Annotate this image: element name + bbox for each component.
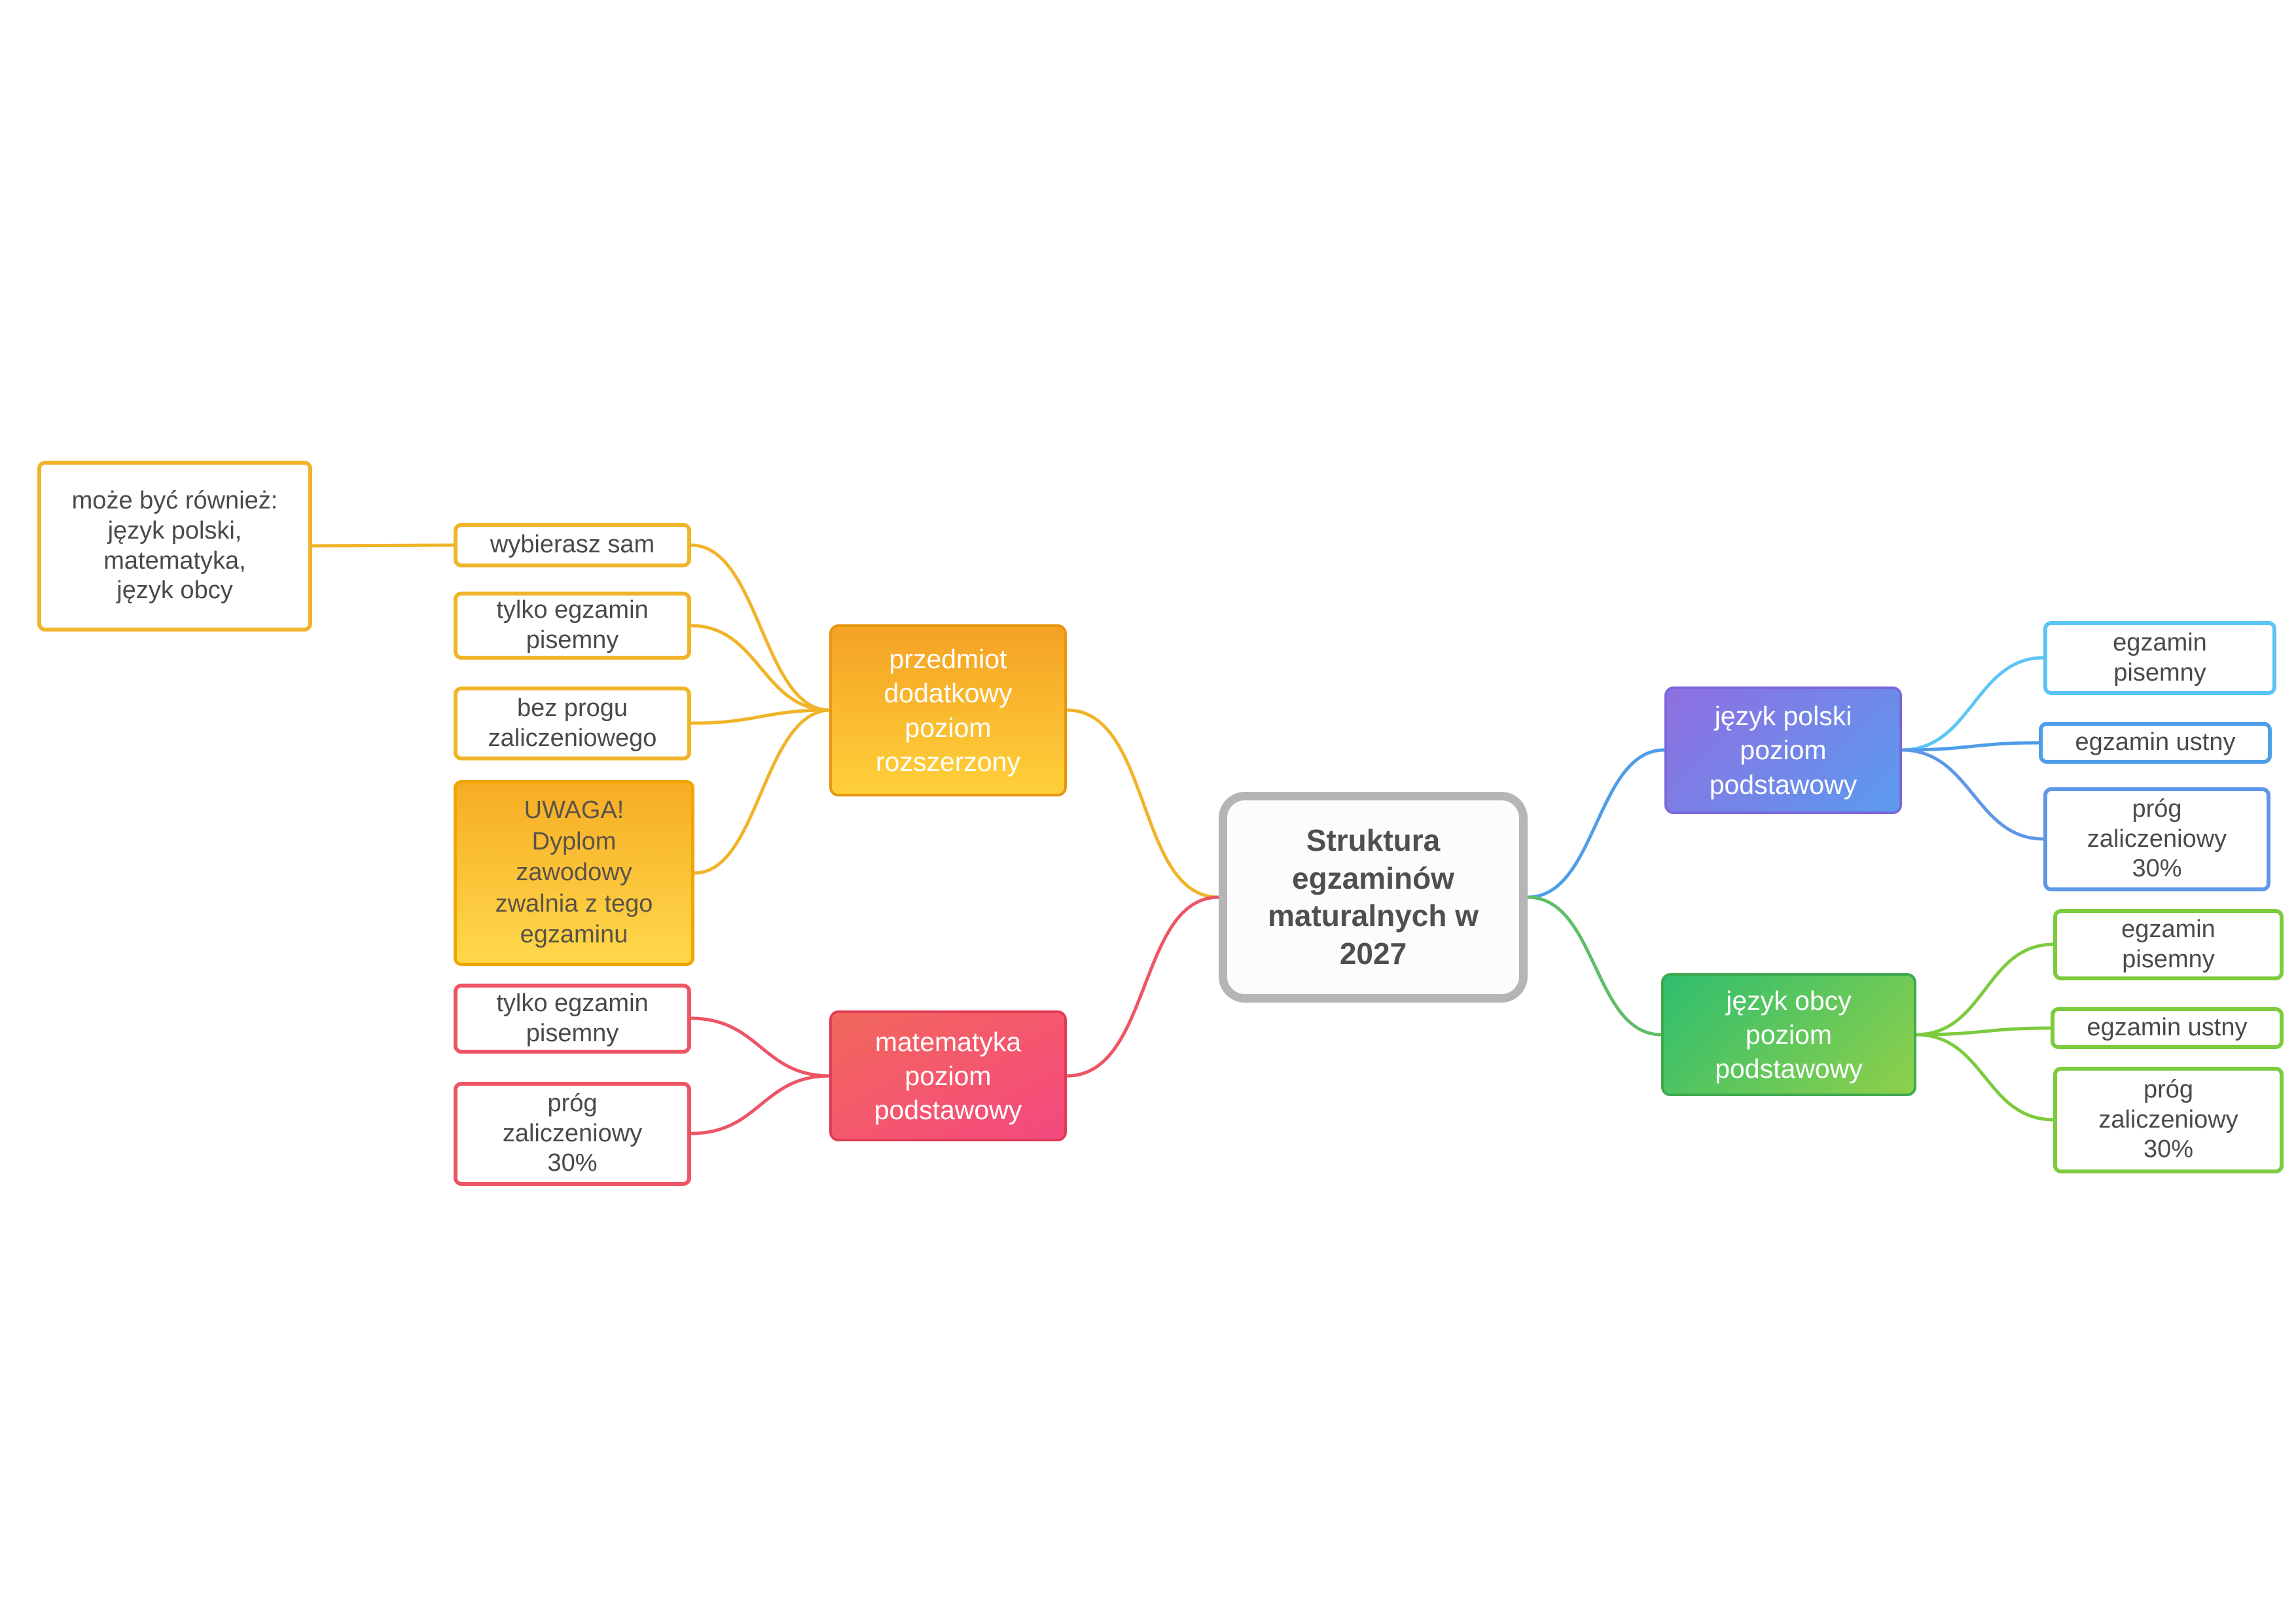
connector-jezyk-polski-ustny — [1900, 741, 2041, 752]
node-prog-zaliczeniowy-obcy[interactable]: próg zaliczeniowy 30% — [2053, 1067, 2284, 1173]
node-moze-byc-rowniez[interactable]: może być również: język polski, matematy… — [37, 461, 312, 632]
connector-mat-pisemny-matematyka — [689, 1016, 831, 1078]
node-egzamin-pisemny-polski-label: egzamin pisemny — [2113, 628, 2207, 687]
node-bez-progu-zaliczeniowego[interactable]: bez progu zaliczeniowego — [454, 687, 691, 760]
connector-mat-prog-matematyka — [689, 1074, 831, 1135]
node-prog-zaliczeniowy-polski-label: próg zaliczeniowy 30% — [2087, 795, 2227, 883]
node-prog-zaliczeniowy-matematyka[interactable]: próg zaliczeniowy 30% — [454, 1082, 691, 1186]
node-egzamin-pisemny-obcy-label: egzamin pisemny — [2121, 915, 2215, 973]
node-prog-zaliczeniowy-matematyka-label: próg zaliczeniowy 30% — [502, 1090, 643, 1177]
node-uwaga-dyplom-zawodowy[interactable]: UWAGA! Dyplom zawodowy zwalnia z tego eg… — [454, 780, 694, 966]
connector-jezyk-polski-pisemny — [1900, 656, 2045, 752]
connector-uwaga-przedmiot — [692, 708, 831, 875]
node-egzamin-ustny-polski-label: egzamin ustny — [2075, 728, 2236, 757]
node-bez-progu-zaliczeniowego-label: bez progu zaliczeniowego — [488, 694, 657, 752]
node-wybierasz-sam[interactable]: wybierasz sam — [454, 523, 691, 567]
connector-jezyk-obcy-prog — [1914, 1033, 2055, 1122]
node-przedmiot-dodatkowy[interactable]: przedmiot dodatkowy poziom rozszerzony — [829, 624, 1067, 796]
connector-moze-byc-wybierasz — [310, 543, 456, 548]
node-egzamin-ustny-obcy-label: egzamin ustny — [2087, 1014, 2248, 1042]
node-uwaga-dyplom-zawodowy-label: UWAGA! Dyplom zawodowy zwalnia z tego eg… — [495, 796, 653, 949]
node-przedmiot-dodatkowy-label: przedmiot dodatkowy poziom rozszerzony — [875, 644, 1020, 777]
node-jezyk-obcy-label: język obcy poziom podstawowy — [1715, 985, 1863, 1084]
connector-wybierasz-przedmiot — [689, 543, 831, 712]
connector-matematyka-center — [1065, 895, 1221, 1078]
node-egzamin-ustny-polski[interactable]: egzamin ustny — [2039, 722, 2272, 764]
node-moze-byc-rowniez-label: może być również: język polski, matematy… — [71, 487, 278, 605]
connector-jezyk-obcy-pisemny — [1914, 942, 2055, 1037]
node-prog-zaliczeniowy-obcy-label: próg zaliczeniowy 30% — [2098, 1076, 2238, 1164]
connector-center-jezyk-polski — [1526, 748, 1666, 899]
node-wybierasz-sam-label: wybierasz sam — [490, 531, 655, 559]
node-matematyka-label: matematyka poziom podstawowy — [874, 1026, 1022, 1126]
node-jezyk-polski[interactable]: język polski poziom podstawowy — [1664, 687, 1902, 814]
connector-jezyk-obcy-ustny — [1914, 1026, 2053, 1037]
node-matematyka[interactable]: matematyka poziom podstawowy — [829, 1010, 1067, 1141]
node-jezyk-obcy[interactable]: język obcy poziom podstawowy — [1661, 973, 1916, 1096]
node-prog-zaliczeniowy-polski[interactable]: próg zaliczeniowy 30% — [2043, 787, 2270, 891]
node-root-label: Struktura egzaminów maturalnych w 2027 — [1267, 823, 1479, 971]
node-root[interactable]: Struktura egzaminów maturalnych w 2027 — [1219, 792, 1528, 1003]
node-egzamin-pisemny-obcy[interactable]: egzamin pisemny — [2053, 909, 2284, 980]
node-tylko-egzamin-pisemny-dodatkowy-label: tylko egzamin pisemny — [496, 596, 649, 654]
node-egzamin-pisemny-polski[interactable]: egzamin pisemny — [2043, 621, 2276, 695]
connector-tylko-pisemny-przedmiot — [689, 624, 831, 712]
connector-jezyk-polski-prog — [1900, 748, 2045, 841]
node-tylko-egzamin-pisemny-matematyka[interactable]: tylko egzamin pisemny — [454, 984, 691, 1054]
connector-bez-progu-przedmiot — [689, 708, 831, 725]
node-tylko-egzamin-pisemny-matematyka-label: tylko egzamin pisemny — [496, 989, 649, 1047]
node-jezyk-polski-label: język polski poziom podstawowy — [1709, 701, 1857, 800]
node-tylko-egzamin-pisemny-dodatkowy[interactable]: tylko egzamin pisemny — [454, 592, 691, 660]
connector-przedmiot-center — [1065, 708, 1221, 899]
connector-center-jezyk-obcy — [1526, 895, 1663, 1037]
node-egzamin-ustny-obcy[interactable]: egzamin ustny — [2051, 1007, 2284, 1049]
